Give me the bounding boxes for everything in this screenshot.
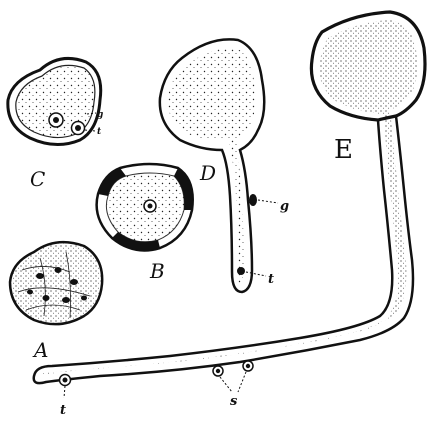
pollen-grain-a: [10, 242, 102, 324]
label-c: C: [30, 167, 45, 191]
label-e-t: t: [60, 403, 66, 418]
label-d-g: g: [280, 199, 289, 214]
label-c-g: g: [97, 110, 103, 120]
label-a: A: [32, 338, 48, 362]
pollen-grain-c: [8, 58, 101, 144]
pollen-grain-b: [97, 164, 193, 250]
label-d-t: t: [268, 272, 274, 287]
label-e-s: s: [230, 394, 238, 409]
label-e: E: [334, 135, 353, 165]
label-d: D: [199, 161, 216, 185]
label-b: B: [149, 259, 165, 283]
label-c-t: t: [97, 127, 102, 137]
pollen-grain-d: [160, 39, 278, 292]
